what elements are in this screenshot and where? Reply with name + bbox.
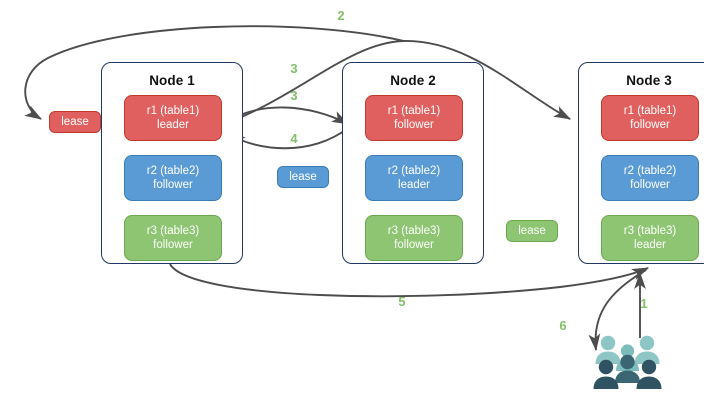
users-group-icon — [593, 335, 662, 389]
replica-role: follower — [394, 239, 434, 251]
replica-role: follower — [153, 179, 193, 191]
replica-role: leader — [157, 119, 189, 131]
replica-role: follower — [630, 119, 670, 131]
step-label-6: 6 — [559, 318, 567, 333]
lease-chip-r3[interactable]: lease — [506, 220, 558, 242]
step-label-2: 2 — [337, 8, 345, 23]
node-title-node3: Node 3 — [626, 73, 672, 88]
replica-node3-r2[interactable]: r2 (table2) follower — [601, 155, 699, 201]
step-label-1: 1 — [640, 296, 648, 311]
replica-name: r1 (table1) — [146, 105, 200, 117]
replica-name: r1 (table1) — [623, 105, 677, 117]
replica-name: r1 (table1) — [387, 105, 441, 117]
replica-role: leader — [634, 239, 666, 251]
replica-name: r2 (table2) — [146, 165, 200, 177]
replica-node1-r1[interactable]: r1 (table1) leader — [124, 95, 222, 141]
replica-role: follower — [394, 119, 434, 131]
replica-name: r3 (table3) — [387, 225, 441, 237]
step-label-3-to-node3: 3 — [290, 61, 298, 76]
replica-node3-r1[interactable]: r1 (table1) follower — [601, 95, 699, 141]
replica-role: leader — [398, 179, 430, 191]
replica-node3-r3[interactable]: r3 (table3) leader — [601, 215, 699, 261]
edge-step-5 — [169, 263, 650, 298]
replica-name: r2 (table2) — [387, 165, 441, 177]
step-label-3-to-node2: 3 — [290, 88, 298, 103]
replica-node1-r3[interactable]: r3 (table3) follower — [124, 215, 222, 261]
replica-node2-r3[interactable]: r3 (table3) follower — [365, 215, 463, 261]
replica-name: r2 (table2) — [623, 165, 677, 177]
replica-role: follower — [153, 239, 193, 251]
replica-node2-r1[interactable]: r1 (table1) follower — [365, 95, 463, 141]
lease-chip-r2[interactable]: lease — [277, 166, 329, 188]
node-container-node2[interactable]: Node 2 r1 (table1) follower r2 (table2) … — [342, 62, 484, 264]
node-title-node1: Node 1 — [149, 73, 195, 88]
replica-role: follower — [630, 179, 670, 191]
node-title-node2: Node 2 — [390, 73, 436, 88]
step-label-5: 5 — [398, 294, 406, 309]
replica-node2-r2[interactable]: r2 (table2) leader — [365, 155, 463, 201]
replica-node1-r2[interactable]: r2 (table2) follower — [124, 155, 222, 201]
replica-name: r3 (table3) — [146, 225, 200, 237]
step-label-4: 4 — [290, 131, 298, 146]
node-container-node1[interactable]: Node 1 r1 (table1) leader r2 (table2) fo… — [101, 62, 243, 264]
node-container-node3[interactable]: Node 3 r1 (table1) follower r2 (table2) … — [578, 62, 704, 264]
replica-name: r3 (table3) — [623, 225, 677, 237]
lease-chip-r1[interactable]: lease — [49, 111, 101, 133]
